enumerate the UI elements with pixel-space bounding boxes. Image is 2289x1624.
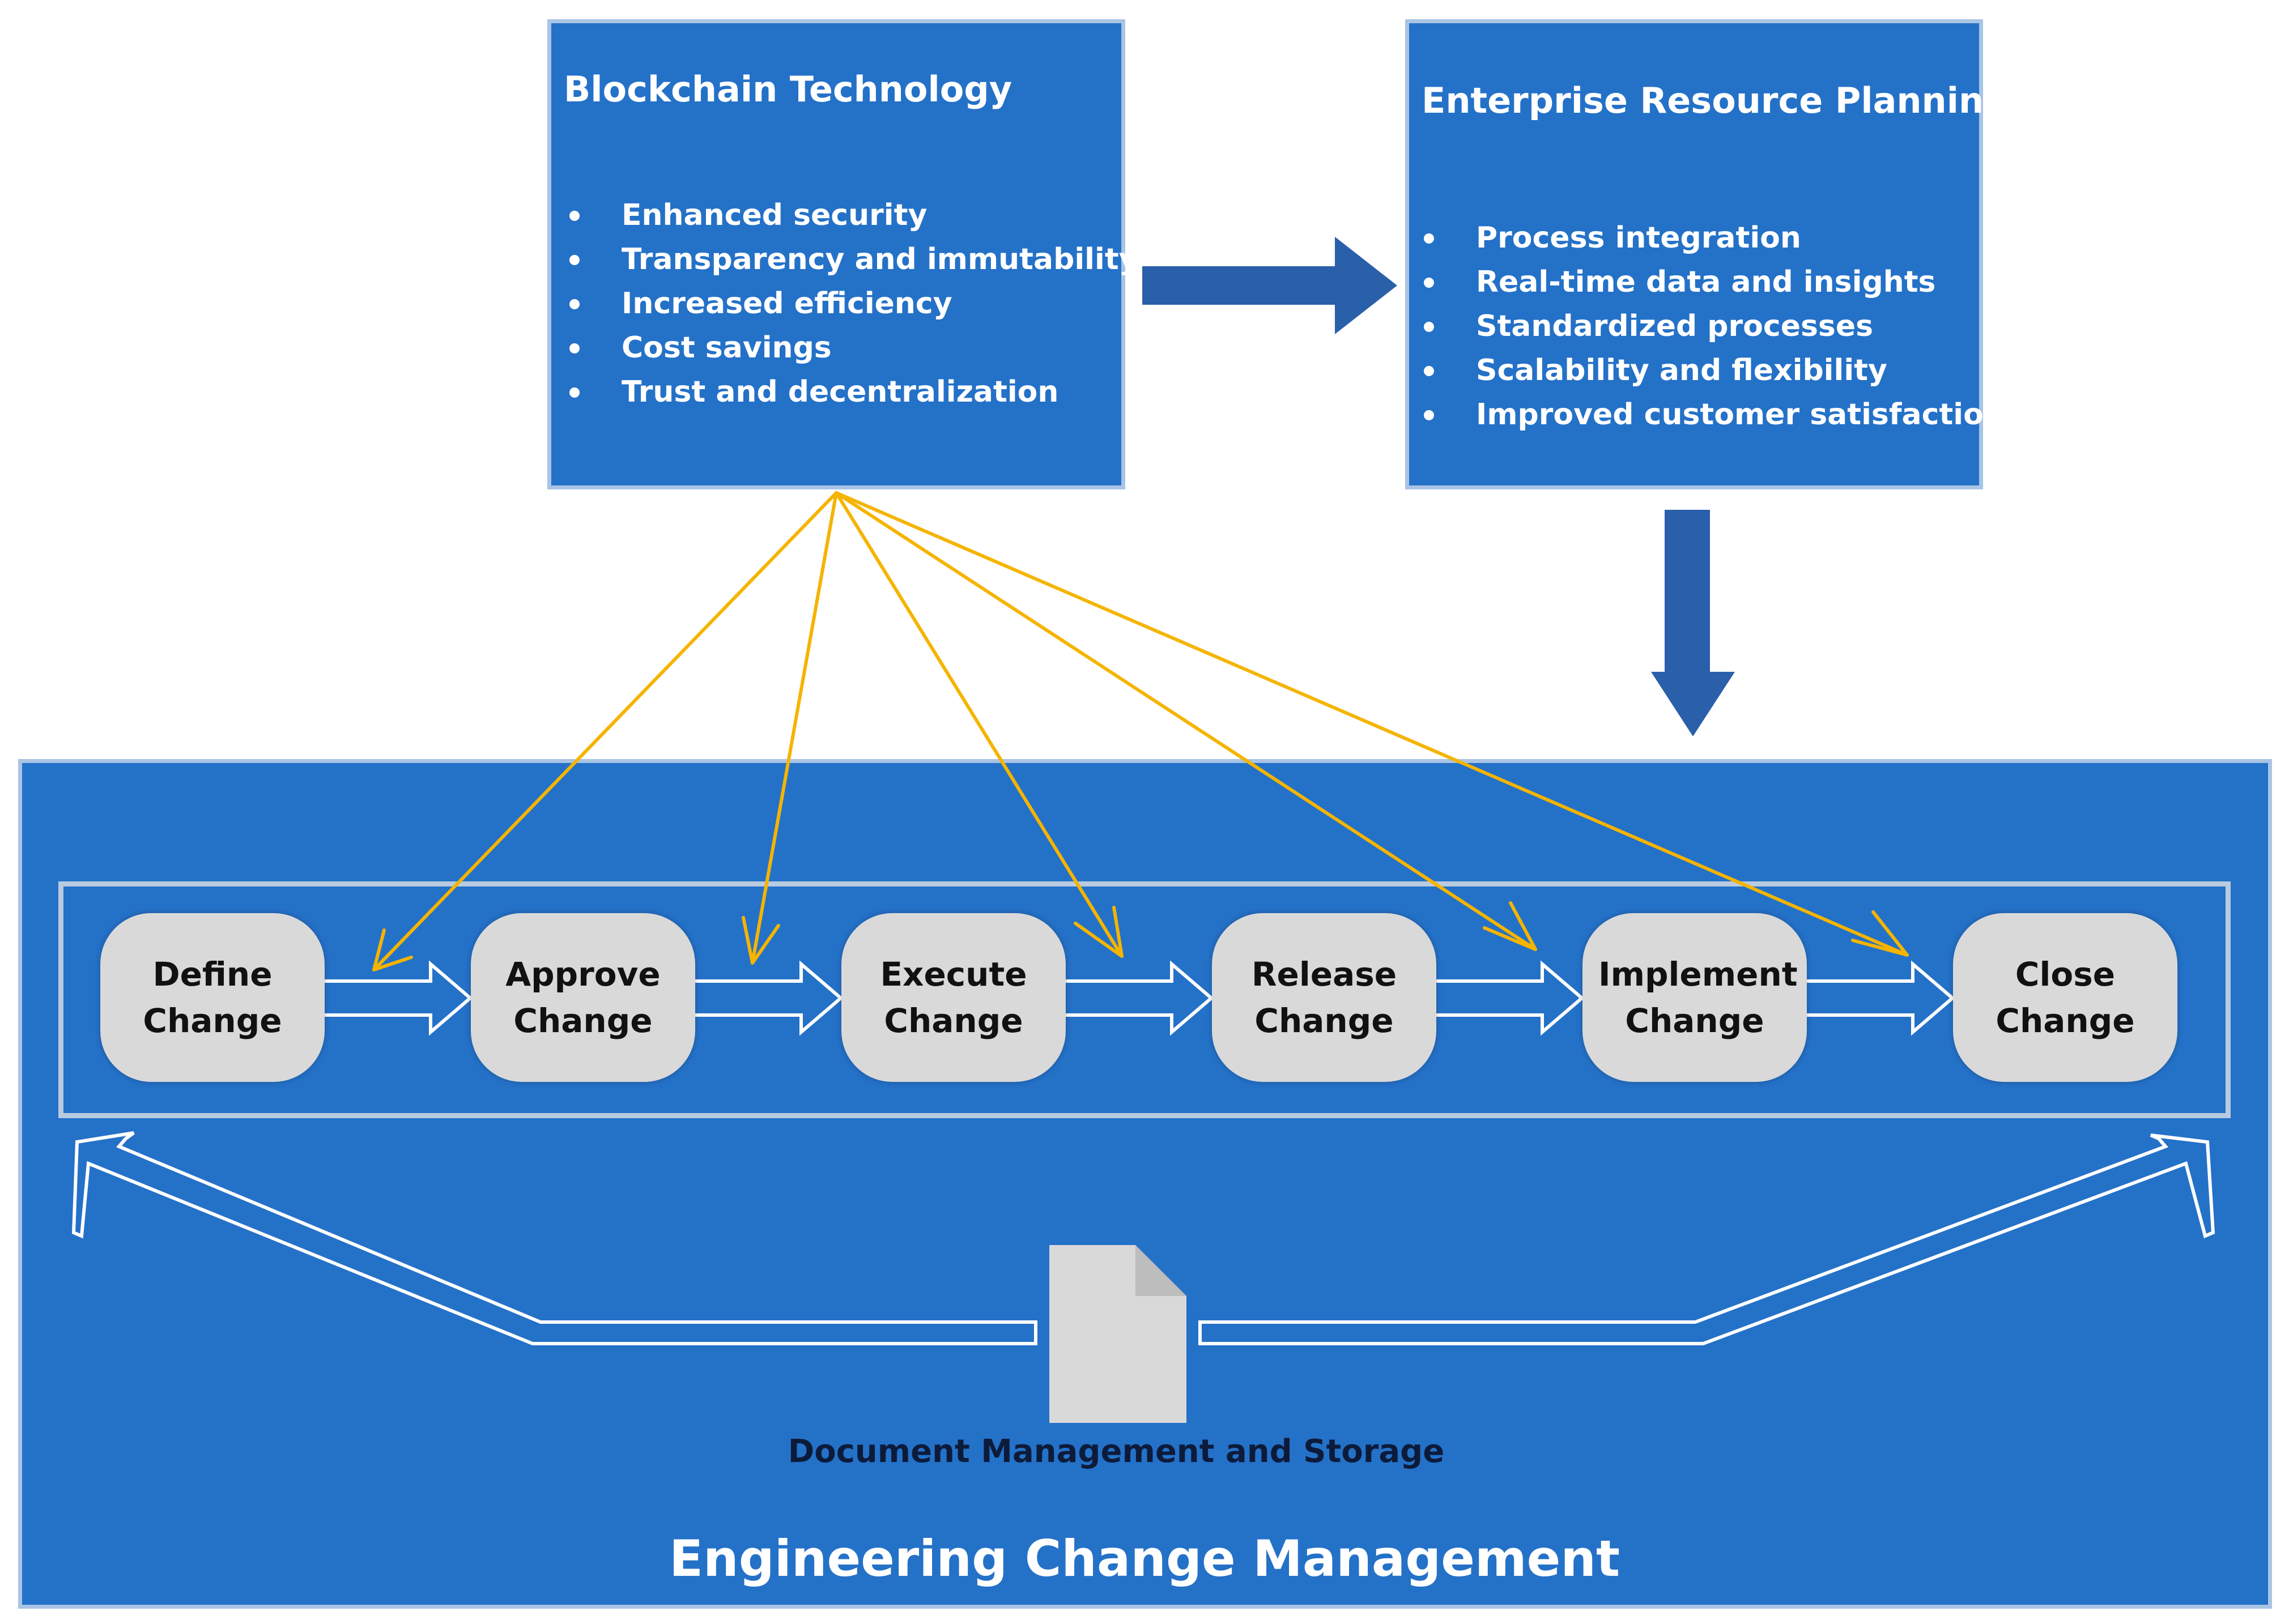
connector-arrow-execute xyxy=(835,491,1124,958)
document-icon xyxy=(1049,1245,1186,1423)
step-label: Release Change xyxy=(1251,955,1397,1040)
connector-arrow-implement xyxy=(835,491,1909,957)
step-implement-change: Implement Change xyxy=(1582,913,1807,1082)
list-item: Improved customer satisfaction xyxy=(1422,393,2005,437)
list-item: Transparency and immutability xyxy=(567,237,1138,282)
process-arrow-1 xyxy=(320,960,473,1036)
blockchain-technology-box: Blockchain Technology Enhanced security … xyxy=(547,19,1138,489)
connector-arrow-define xyxy=(372,491,838,971)
connector-arrow-release xyxy=(835,491,1537,951)
step-define-change: Define Change xyxy=(100,913,325,1082)
engineering-change-management-title: Engineering Change Management xyxy=(669,1529,1620,1588)
list-item: Cost savings xyxy=(567,326,1138,370)
step-label: Execute Change xyxy=(880,955,1027,1040)
erp-box: Enterprise Resource Planning Process int… xyxy=(1405,19,2009,489)
left-bracket-arrow xyxy=(71,1131,1037,1345)
process-connector-arrows xyxy=(320,960,1955,1036)
step-close-change: Close Change xyxy=(1953,913,2177,1082)
step-label: Approve Change xyxy=(505,955,661,1040)
list-item: Enhanced security xyxy=(567,193,1138,237)
list-item: Increased efficiency xyxy=(567,282,1138,326)
blockchain-box-title: Blockchain Technology xyxy=(564,69,1012,110)
down-arrow-icon xyxy=(1651,510,1735,736)
list-item: Real-time data and insights xyxy=(1422,260,2005,304)
step-label: Close Change xyxy=(1996,955,2135,1040)
right-arrow-icon xyxy=(1142,237,1397,334)
step-execute-change: Execute Change xyxy=(841,913,1066,1082)
process-flow-frame xyxy=(58,881,2231,1118)
process-arrow-5 xyxy=(1802,960,1955,1036)
step-approve-change: Approve Change xyxy=(471,913,695,1082)
blockchain-benefits-list: Enhanced security Transparency and immut… xyxy=(567,193,1138,414)
connector-arrow-approve xyxy=(742,491,838,965)
process-arrow-2 xyxy=(690,960,844,1036)
right-bracket-arrow xyxy=(1198,1133,2215,1345)
document-management-caption: Document Management and Storage xyxy=(788,1433,1445,1470)
erp-benefits-list: Process integration Real-time data and i… xyxy=(1422,216,2005,437)
list-item: Trust and decentralization xyxy=(567,370,1138,414)
erp-box-title: Enterprise Resource Planning xyxy=(1422,80,2009,121)
list-item: Process integration xyxy=(1422,216,2005,260)
list-item: Standardized processes xyxy=(1422,304,2005,348)
step-label: Implement Change xyxy=(1598,955,1798,1040)
process-arrow-3 xyxy=(1061,960,1214,1036)
step-release-change: Release Change xyxy=(1212,913,1436,1082)
process-arrow-4 xyxy=(1431,960,1585,1036)
step-label: Define Change xyxy=(143,955,282,1040)
list-item: Scalability and flexibility xyxy=(1422,348,2005,393)
engineering-change-management-panel xyxy=(18,759,2272,1609)
